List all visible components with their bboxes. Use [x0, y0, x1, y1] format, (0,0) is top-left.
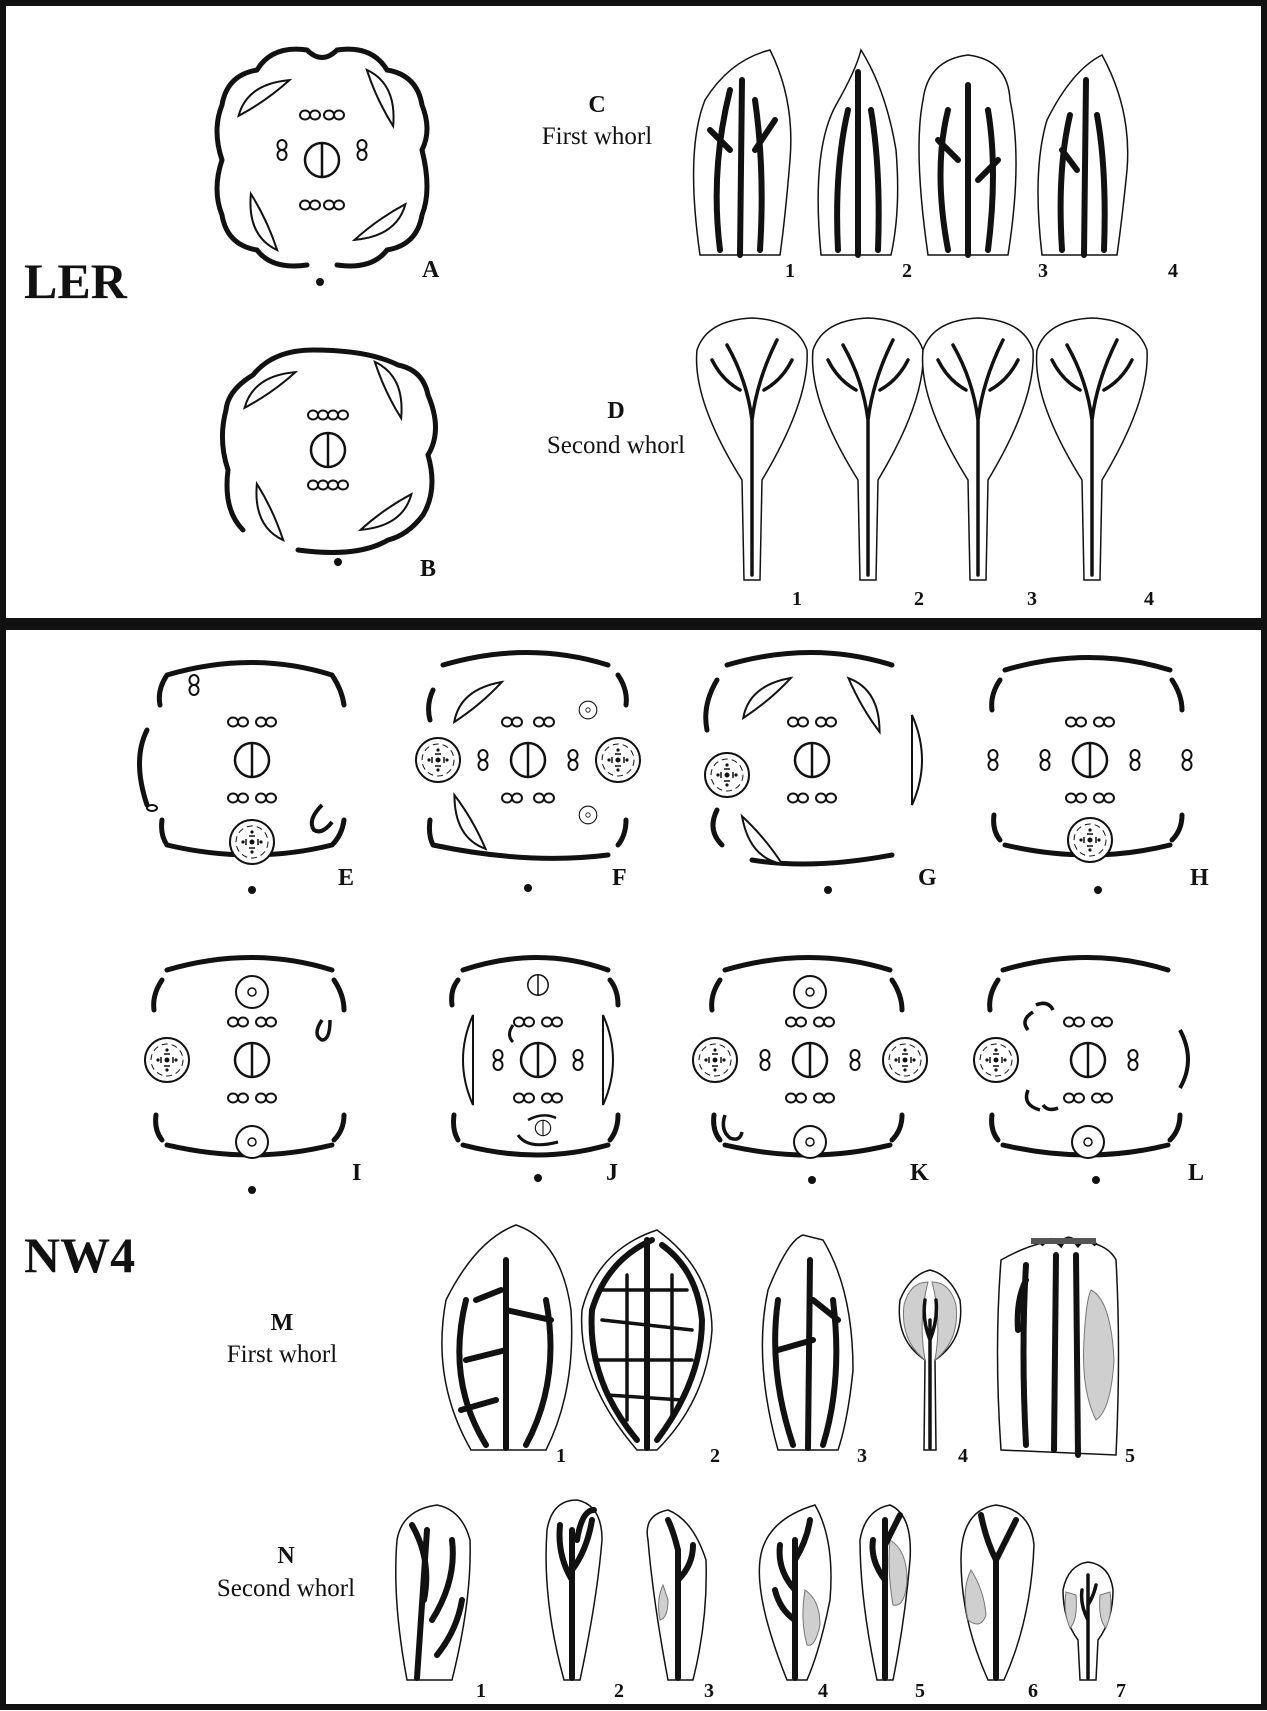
sepal-m-1	[442, 1225, 572, 1450]
petal-n-7	[1063, 1562, 1113, 1680]
c-num-2: 2	[902, 260, 912, 282]
label-g: G	[918, 865, 937, 891]
n-num-6: 6	[1028, 1680, 1038, 1702]
diagram-e	[140, 663, 345, 895]
label-e: E	[338, 865, 354, 891]
label-m: M	[271, 1310, 294, 1336]
diagram-f	[416, 653, 640, 893]
bottom-panel-border	[3, 627, 1264, 1707]
label-a: A	[422, 257, 440, 283]
m-num-1: 1	[556, 1445, 566, 1467]
group-label-ler: LER	[24, 253, 128, 309]
diagram-g	[705, 653, 922, 895]
label-d: D	[607, 398, 624, 424]
n-num-7: 7	[1116, 1680, 1126, 1702]
n-num-3: 3	[704, 1680, 714, 1702]
petal-n-6	[961, 1505, 1034, 1680]
diagram-l	[974, 958, 1188, 1185]
caption-c: First whorl	[542, 123, 652, 150]
sepal-m-5	[998, 1238, 1119, 1455]
n-num-2: 2	[614, 1680, 624, 1702]
petal-d-2	[813, 318, 924, 580]
m-num-4: 4	[958, 1445, 968, 1467]
label-h: H	[1190, 865, 1209, 891]
d-num-2: 2	[914, 588, 924, 610]
diagram-j	[452, 958, 618, 1183]
petal-n-3	[647, 1510, 706, 1680]
label-c: C	[588, 92, 605, 118]
caption-m: First whorl	[227, 1341, 337, 1368]
sepal-c-3	[919, 55, 1016, 255]
sepal-m-2	[582, 1230, 712, 1450]
caption-n: Second whorl	[217, 1575, 355, 1602]
c-num-3: 3	[1038, 260, 1048, 282]
label-j: J	[606, 1160, 618, 1186]
group-label-nw4: NW4	[24, 1227, 135, 1283]
label-b: B	[420, 556, 436, 582]
petal-n-5	[860, 1505, 910, 1680]
petal-d-3	[923, 318, 1034, 580]
diagram-b	[222, 350, 435, 566]
petal-n-1	[396, 1505, 470, 1680]
d-num-4: 4	[1144, 588, 1154, 610]
label-i: I	[352, 1160, 361, 1186]
caption-d: Second whorl	[547, 432, 685, 459]
sepal-m-4	[899, 1270, 960, 1450]
m-num-2: 2	[710, 1445, 720, 1467]
m-num-3: 3	[857, 1445, 867, 1467]
label-f: F	[612, 865, 627, 891]
sepal-c-4	[1038, 55, 1128, 255]
n-num-4: 4	[818, 1680, 828, 1702]
n-num-5: 5	[915, 1680, 925, 1702]
label-l: L	[1188, 1160, 1204, 1186]
n-num-1: 1	[476, 1680, 486, 1702]
petal-d-4	[1037, 318, 1148, 580]
m-num-5: 5	[1125, 1445, 1135, 1467]
d-num-3: 3	[1027, 588, 1037, 610]
d-num-1: 1	[792, 588, 802, 610]
label-n: N	[277, 1543, 295, 1569]
sepal-m-3	[762, 1235, 853, 1450]
diagram-k	[693, 958, 927, 1185]
sepal-c-1	[694, 50, 791, 255]
petal-n-4	[759, 1505, 831, 1680]
sepal-c-2	[818, 50, 898, 255]
petal-d-1	[697, 318, 808, 580]
diagram-a	[217, 49, 427, 286]
petal-n-2	[546, 1500, 602, 1680]
diagram-i	[145, 958, 344, 1195]
c-num-1: 1	[785, 260, 795, 282]
label-k: K	[910, 1160, 929, 1186]
c-num-4: 4	[1168, 260, 1178, 282]
diagram-h	[989, 658, 1192, 895]
